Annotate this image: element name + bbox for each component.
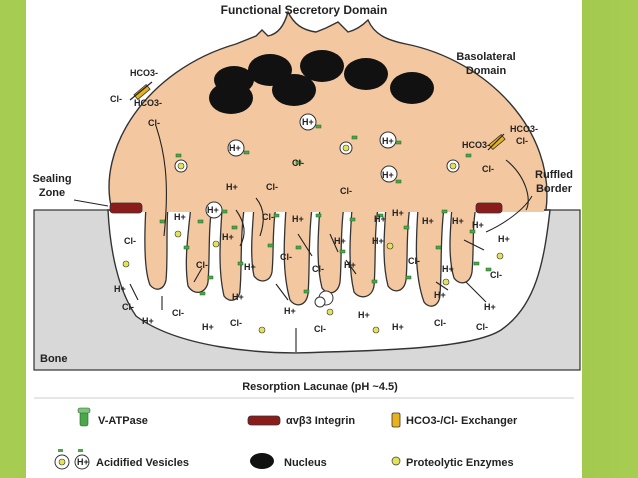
ion-hplus: H+	[498, 234, 510, 244]
v-atpase-pumps	[159, 124, 492, 296]
ion-cl: Cl-	[196, 260, 208, 270]
callout-lines	[73, 195, 533, 233]
legend-vesicles: Acidified Vesicles	[96, 457, 189, 469]
osteoclast-cell	[108, 10, 548, 211]
ion-hplus: H+	[452, 216, 464, 226]
ion-hplus: H+	[202, 322, 214, 332]
ion-cl: Cl-	[434, 318, 446, 328]
title-label: Functional Secretory Domain	[221, 3, 388, 17]
ion-cl: Cl-	[340, 186, 352, 196]
lacunae-label: Resorption Lacunae (pH ~4.5)	[242, 381, 398, 393]
slide: Functional Secretory Domain Basolateral …	[26, 0, 582, 478]
enzyme-icon	[391, 456, 401, 466]
ion-cl: Cl-	[314, 324, 326, 334]
ion-cl: Cl-	[482, 164, 494, 174]
ion-cl: Cl-	[516, 136, 528, 146]
ion-hco3: HCO3-	[462, 140, 490, 150]
ion-hplus: H+	[292, 214, 304, 224]
ion-cl: Cl-	[172, 308, 184, 318]
sealing-label-1: Sealing	[32, 173, 71, 185]
ion-hco3: HCO3-	[130, 68, 158, 78]
ion-hplus: H+	[484, 302, 496, 312]
ion-hplus: H+	[472, 220, 484, 230]
ruffled-label-2: Border	[536, 183, 573, 195]
ion-hplus: H+	[372, 236, 384, 246]
ruffled-label-1: Ruffled	[535, 169, 573, 181]
ion-cl: Cl-	[230, 318, 242, 328]
nucleus	[272, 74, 316, 106]
vesicle-icon-h: H+	[77, 457, 89, 467]
ion-cl: Cl-	[476, 322, 488, 332]
nucleus	[214, 66, 254, 94]
nucleus	[300, 50, 344, 82]
ion-labels: HCO3- Cl- HCO3- Cl- HCO3- Cl- HCO3- Cl- …	[110, 68, 538, 334]
v-atpase-icon	[77, 407, 91, 427]
basolateral-label-1: Basolateral	[456, 51, 515, 63]
ion-cl: Cl-	[124, 236, 136, 246]
nucleus	[344, 58, 388, 90]
ion-hplus: H+	[174, 212, 186, 222]
ion-hplus: H+	[392, 322, 404, 332]
ion-hplus: H+	[382, 170, 394, 180]
ion-hco3: HCO3-	[134, 98, 162, 108]
legend-vatpase: V-ATPase	[98, 415, 148, 427]
legend-nucleus: Nucleus	[284, 457, 327, 469]
ion-hplus: H+	[114, 284, 126, 294]
nucleus	[390, 72, 434, 104]
vesicle-icon: H+	[54, 449, 90, 470]
ion-cl: Cl-	[408, 256, 420, 266]
ion-hplus: H+	[382, 136, 394, 146]
ion-hplus: H+	[422, 216, 434, 226]
ion-hplus: H+	[142, 316, 154, 326]
legend-enzymes: Proteolytic Enzymes	[406, 457, 514, 469]
ion-hplus: H+	[302, 117, 314, 127]
ion-cl: Cl-	[266, 182, 278, 192]
ion-hplus: H+	[344, 260, 356, 270]
bone-label: Bone	[40, 353, 68, 365]
ion-hplus: H+	[244, 262, 256, 272]
ion-cl: Cl-	[280, 252, 292, 262]
acidified-vesicles	[174, 113, 460, 308]
ion-cl: Cl-	[122, 302, 134, 312]
ion-cl: Cl-	[490, 270, 502, 280]
ion-cl: Cl-	[292, 158, 304, 168]
ion-hplus: H+	[229, 143, 241, 153]
ion-hplus: H+	[374, 214, 386, 224]
nucleus-icon	[250, 453, 274, 469]
exchanger-icon	[391, 412, 401, 428]
ion-cl: Cl-	[110, 94, 122, 104]
legend: V-ATPase αvβ3 Integrin HCO3-/Cl- Exchang…	[54, 407, 518, 470]
integrin-left	[109, 202, 143, 214]
ion-hplus: H+	[358, 310, 370, 320]
ion-hplus: H+	[434, 290, 446, 300]
secretion-arrows	[129, 125, 529, 352]
ion-hplus: H+	[334, 236, 346, 246]
ion-hplus: H+	[232, 292, 244, 302]
legend-exchanger: HCO3-/Cl- Exchanger	[406, 415, 518, 427]
ruffled-border-projections	[144, 205, 477, 307]
integrin-icon	[247, 415, 281, 426]
osteoclast-diagram: Functional Secretory Domain Basolateral …	[32, 3, 581, 470]
exchanger-left	[133, 83, 151, 101]
nuclei	[209, 50, 434, 114]
ion-hplus: H+	[226, 182, 238, 192]
ion-cl: Cl-	[312, 264, 324, 274]
ion-hplus: H+	[442, 264, 454, 274]
exchanger-arrows	[129, 81, 505, 151]
ion-hplus: H+	[392, 208, 404, 218]
ion-cl: Cl-	[262, 212, 274, 222]
ion-hplus: H+	[207, 205, 219, 215]
sealing-label-2: Zone	[39, 187, 65, 199]
legend-integrin: αvβ3 Integrin	[286, 415, 355, 427]
proteolytic-enzymes	[122, 230, 504, 334]
ion-cl: Cl-	[148, 118, 160, 128]
basolateral-label-2: Domain	[466, 65, 507, 77]
integrin-right	[475, 202, 503, 214]
ion-hco3: HCO3-	[510, 124, 538, 134]
integrin-sealing	[109, 202, 503, 214]
ion-hplus: H+	[284, 306, 296, 316]
ion-hplus: H+	[222, 232, 234, 242]
